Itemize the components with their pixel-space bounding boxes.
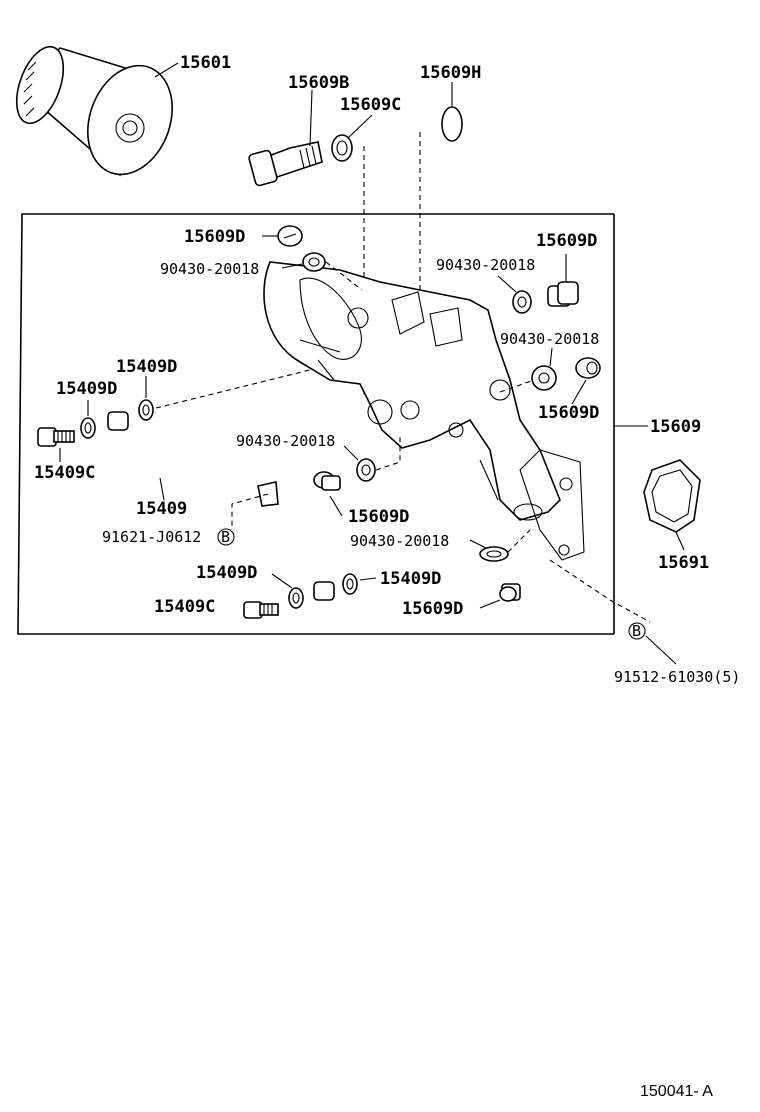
pipe-bolt-upper[interactable] (37, 427, 75, 447)
label-91512: 91512-61030(5) (614, 668, 740, 686)
drawing-code: 150041- A (640, 1083, 713, 1100)
gasket[interactable] (331, 134, 353, 162)
label-90430-center: 90430-20018 (236, 432, 335, 450)
plug-center[interactable] (313, 471, 341, 491)
assembly-line (231, 493, 269, 530)
label-15409c-upper: 15409C (34, 463, 95, 483)
washer-center[interactable] (356, 458, 376, 482)
label-15691: 15691 (658, 553, 709, 573)
leader-line (159, 477, 165, 501)
callout-b-right: B (628, 622, 646, 640)
leader-line (343, 445, 359, 461)
o-ring[interactable] (441, 106, 463, 142)
assembly-line (549, 559, 651, 623)
leader-line (347, 114, 373, 139)
label-90430-bottom: 90430-20018 (350, 532, 449, 550)
assembly-line (499, 379, 535, 393)
washer-bottom[interactable] (479, 546, 509, 562)
label-15409d-u1: 15409D (116, 357, 177, 377)
leader-line (549, 347, 553, 367)
label-15409d-bl: 15409D (196, 563, 257, 583)
callout-b-left: B (217, 528, 235, 546)
label-15609d-bottom: 15609D (402, 599, 463, 619)
label-91621: 91621-J0612 (102, 528, 201, 546)
pipe-washer-br[interactable] (342, 573, 358, 595)
label-15409d-br: 15409D (380, 569, 441, 589)
pipe-washer-bl[interactable] (288, 587, 304, 609)
leader-line (479, 599, 501, 609)
label-15609d-rm: 15609D (538, 403, 599, 423)
label-15609d-rt: 15609D (536, 231, 597, 251)
pipe-washer-upper[interactable] (138, 399, 154, 421)
assembly-line (507, 529, 531, 553)
label-15609: 15609 (650, 417, 701, 437)
leader-line (469, 539, 487, 549)
assembly-line (155, 369, 311, 409)
assembly-line (325, 261, 363, 291)
leader-line (571, 379, 587, 405)
leader-line (359, 577, 377, 581)
leader-line (154, 62, 179, 78)
label-15601: 15601 (180, 53, 231, 73)
leader-line (271, 573, 293, 589)
leader-line (675, 531, 685, 551)
washer-right-mid[interactable] (531, 365, 557, 391)
plug-right-mid[interactable] (575, 357, 601, 379)
washer-right-top[interactable] (512, 290, 532, 314)
leader-line (497, 275, 517, 293)
washer-left[interactable] (302, 252, 326, 272)
leader-line (645, 635, 677, 665)
pipe-washer-lower[interactable] (80, 417, 96, 439)
label-15609c: 15609C (340, 95, 401, 115)
plug-bottom[interactable] (499, 583, 521, 602)
label-15609h: 15609H (420, 63, 481, 83)
label-15409: 15409 (136, 499, 187, 519)
label-15609d-top: 15609D (184, 227, 245, 247)
leader-line (309, 89, 313, 147)
label-90430-rt: 90430-20018 (436, 256, 535, 274)
assembly-frame (17, 213, 614, 635)
leader-line (329, 495, 343, 517)
pipe-bolt-lower[interactable] (243, 601, 279, 619)
union-bolt[interactable] (248, 141, 323, 187)
label-15609b: 15609B (288, 73, 349, 93)
plug-right-top[interactable] (547, 281, 579, 307)
label-15409d-u2: 15409D (56, 379, 117, 399)
leader-line (281, 263, 303, 269)
label-15409c-lower: 15409C (154, 597, 215, 617)
oil-filter-bracket[interactable] (263, 261, 585, 561)
gasket-plate[interactable] (643, 459, 701, 533)
plug-top[interactable] (277, 225, 303, 247)
svg-text:B: B (221, 528, 230, 546)
oil-filter[interactable] (8, 41, 187, 187)
label-90430-rm: 90430-20018 (500, 330, 599, 348)
svg-text:B: B (632, 622, 641, 640)
label-15609d-center: 15609D (348, 507, 409, 527)
label-90430-left: 90430-20018 (160, 260, 259, 278)
